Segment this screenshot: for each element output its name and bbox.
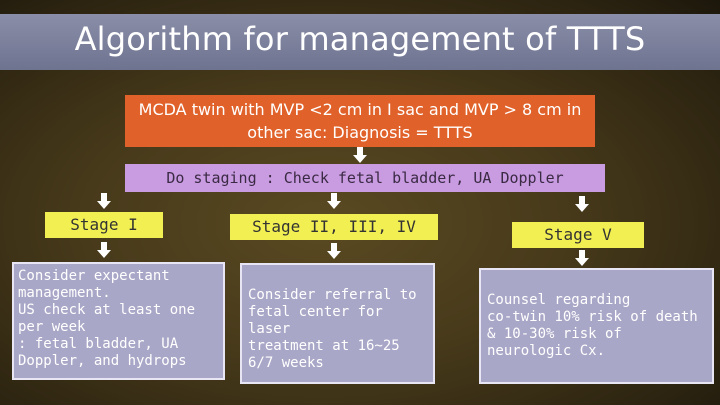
arrow-down-icon: [97, 242, 111, 258]
action-line: fetal center for laser: [248, 304, 383, 337]
stage-2-4-action-box: Consider referral to fetal center for la…: [240, 263, 435, 384]
diagnosis-box: MCDA twin with MVP <2 cm in I sac and MV…: [125, 95, 595, 147]
arrow-down-icon: [575, 250, 589, 266]
stage-1-action-box: Consider expectant management. US check …: [12, 262, 225, 380]
action-line: & 10-30% risk of: [487, 326, 622, 342]
stage-5-action-box: Counsel regarding co-twin 10% risk of de…: [479, 268, 714, 384]
action-line: Consider referral to: [248, 287, 417, 303]
action-line: per week: [18, 319, 86, 335]
arrow-down-icon: [97, 193, 111, 209]
action-line: neurologic Cx.: [487, 343, 606, 359]
action-line: Consider expectant: [18, 268, 170, 284]
action-line: treatment at 16~25: [248, 338, 400, 354]
stage-2-4-box: Stage II, III, IV: [230, 214, 438, 240]
slide-title: Algorithm for management of TTTS: [74, 20, 646, 58]
staging-box: Do staging : Check fetal bladder, UA Dop…: [125, 164, 605, 192]
arrow-down-icon: [353, 147, 367, 163]
action-line: Doppler, and hydrops: [18, 353, 187, 369]
action-line: 6/7 weeks: [248, 355, 324, 371]
arrow-down-icon: [327, 243, 341, 259]
action-line: US check at least one: [18, 302, 196, 318]
arrow-down-icon: [327, 193, 341, 209]
title-band: [0, 14, 720, 70]
arrow-down-icon: [575, 196, 589, 212]
action-line: co-twin 10% risk of death: [487, 309, 698, 325]
action-line: Counsel regarding: [487, 292, 631, 308]
stage-1-box: Stage I: [45, 212, 163, 238]
stage-5-box: Stage V: [512, 222, 644, 248]
action-line: management.: [18, 285, 111, 301]
action-line: : fetal bladder, UA: [18, 336, 179, 352]
